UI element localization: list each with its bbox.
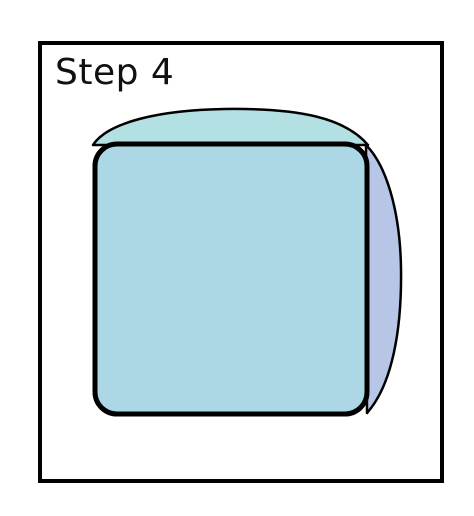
step-title: Step 4 xyxy=(55,52,175,93)
top-flap xyxy=(91,107,370,147)
diagram-frame xyxy=(38,41,444,483)
side-flap xyxy=(364,143,403,415)
main-square xyxy=(92,141,370,417)
